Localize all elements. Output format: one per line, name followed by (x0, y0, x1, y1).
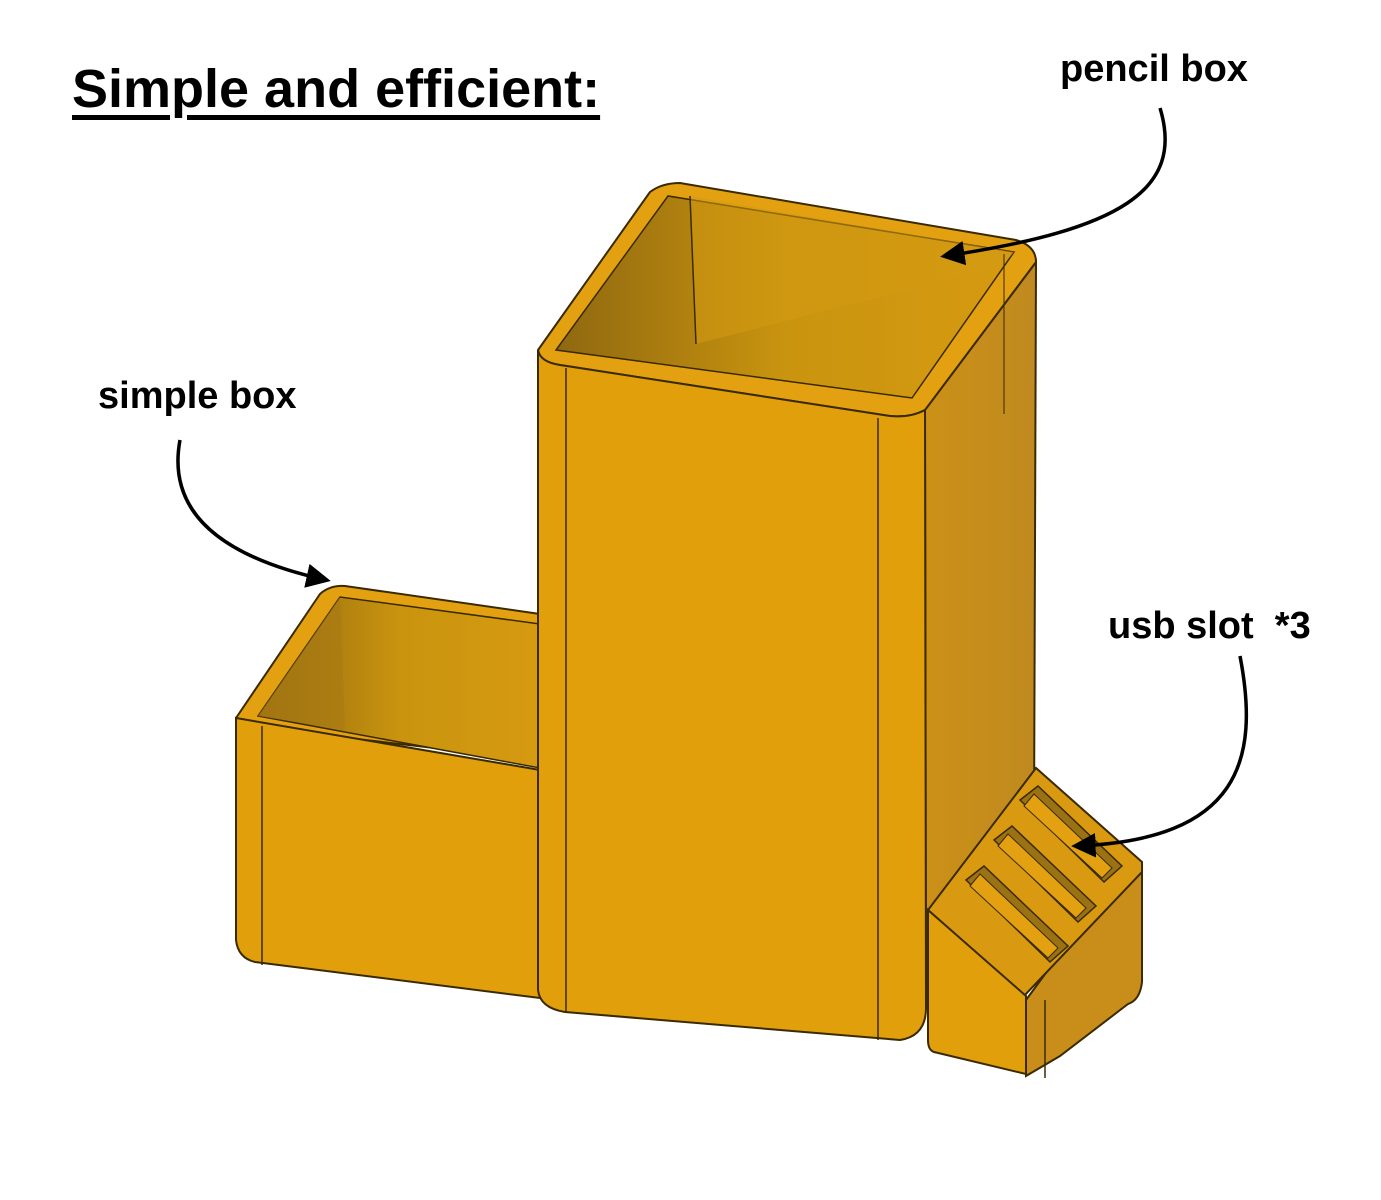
simple-box-label: simple box (98, 375, 297, 417)
usb-slot-block (926, 766, 1143, 1078)
simple-box (234, 584, 541, 1000)
usb-slot (992, 825, 1098, 924)
pencil-box-arrow (940, 107, 1167, 266)
usb-slot-arrow (1071, 655, 1249, 858)
usb-slot-label: usb slot *3 (1108, 605, 1311, 647)
usb-slot (964, 865, 1070, 964)
simple-box-arrow (176, 439, 331, 588)
page-title: Simple and efficient: (72, 59, 601, 119)
pencil-box-label: pencil box (1060, 48, 1248, 90)
